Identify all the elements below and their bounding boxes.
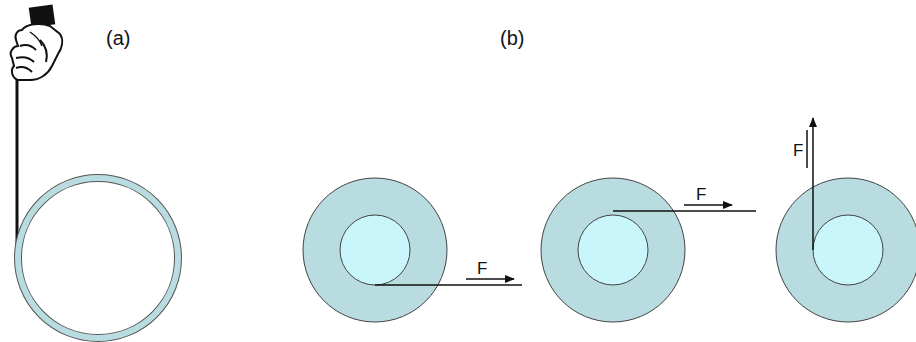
force-label: F: [477, 260, 487, 277]
disk: [303, 178, 522, 322]
force-label: F: [793, 142, 803, 159]
part-label: (a): [106, 28, 130, 48]
thin-ring: [18, 178, 178, 338]
hand: [11, 4, 62, 80]
ring-outline: [18, 178, 178, 338]
part-label: (b): [500, 28, 524, 48]
force-label: F: [696, 186, 706, 203]
disk: [541, 178, 756, 322]
disk: [776, 118, 916, 322]
